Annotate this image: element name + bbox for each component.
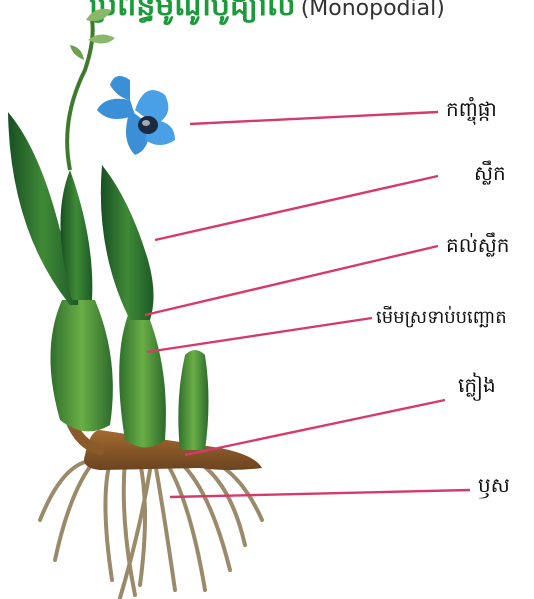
label-leaf: ស្លឹក <box>474 160 506 190</box>
young-shoot <box>178 350 208 450</box>
roots <box>40 458 262 598</box>
rhizome-shape <box>84 430 262 470</box>
flower-stalk <box>67 20 93 170</box>
main-pseudobulb <box>119 315 166 448</box>
label-petiole: គល់ស្លឹក <box>446 232 509 262</box>
label-flower: កញ្ចុំផ្កា <box>446 96 497 126</box>
label-root: ឫស <box>478 472 510 502</box>
back-pseudobulb <box>50 300 112 431</box>
flower <box>97 76 175 155</box>
label-rhizome: ក្លៀង <box>458 372 496 402</box>
label-pseudobulb: មើមស្រទាប់បញ្ឆោត <box>376 305 507 332</box>
main-leaf <box>101 165 154 320</box>
